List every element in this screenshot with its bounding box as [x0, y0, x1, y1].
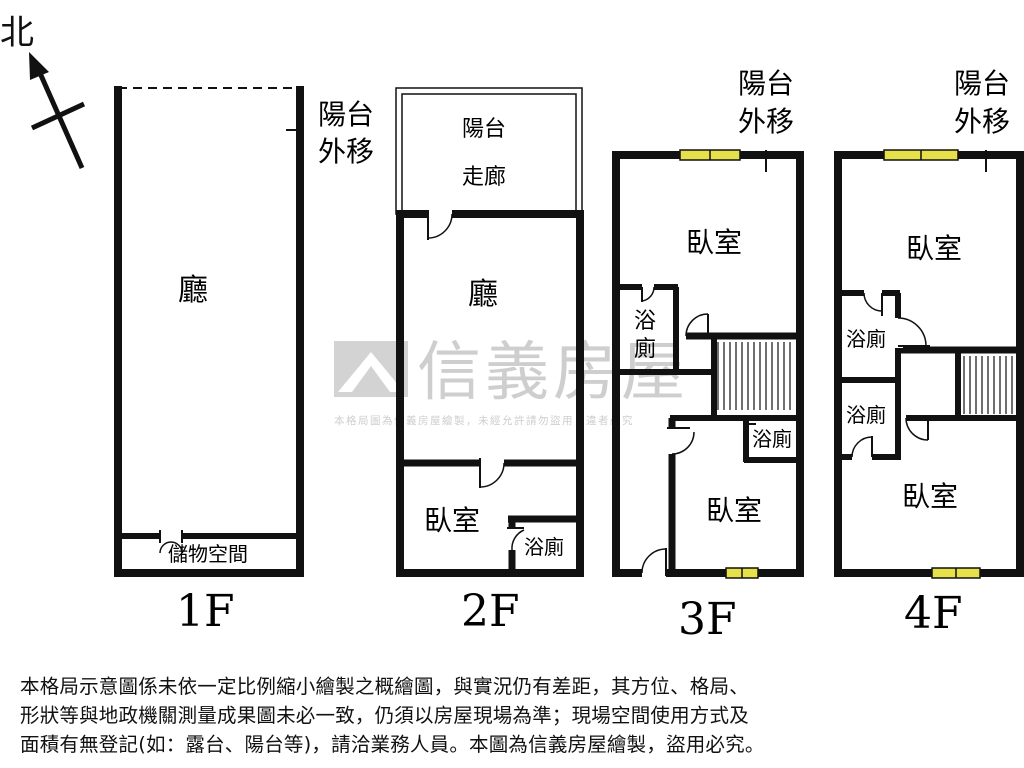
disclaimer-line: 面積有無登記(如：露台、陽台等)，請洽業務人員。本圖為信義房屋繪製，盜用必究。: [20, 733, 765, 756]
floor-1f: 廳 儲物空間 陽台 外移 1F: [114, 86, 374, 637]
4f-floor-label: 4F: [904, 588, 963, 639]
1f-balcony-note-line2: 外移: [318, 135, 374, 168]
floor-4f: 臥室 浴廁 浴廁 臥室 陽台 外移 4F: [834, 67, 1024, 639]
2f-bedroom-label: 臥室: [424, 504, 480, 537]
3f-bath-b-label: 浴廁: [752, 427, 792, 451]
1f-balcony-note-line1: 陽台: [318, 98, 374, 131]
1f-storage-label: 儲物空間: [168, 542, 248, 566]
compass: 北: [0, 13, 86, 170]
3f-bath-a-label-1: 浴: [634, 309, 656, 334]
4f-balcony-note-line1: 陽台: [954, 67, 1010, 100]
4f-bedroom-top-label: 臥室: [906, 232, 962, 265]
1f-hall-label: 廳: [178, 273, 208, 308]
4f-balcony-note-line2: 外移: [954, 105, 1010, 138]
2f-hall-label: 廳: [468, 277, 498, 312]
4f-bedroom-bottom-label: 臥室: [902, 480, 958, 513]
disclaimer-line: 本格局示意圖係未依一定比例縮小繪製之概繪圖，與實況仍有差距，其方位、格局、: [20, 675, 749, 698]
4f-bath-b-label: 浴廁: [846, 403, 886, 427]
3f-floor-label: 3F: [678, 594, 737, 645]
north-label: 北: [0, 13, 34, 53]
3f-stairs: [717, 342, 791, 410]
floor-2f: 陽台 走廊 廳 臥室 浴廁 2F: [395, 87, 584, 637]
2f-balcony-label: 陽台: [462, 117, 506, 142]
3f-balcony-note-line1: 陽台: [738, 67, 794, 100]
watermark-notice: 本格局圖為信義房屋繪製，未經允許請勿盜用，違者必究: [334, 414, 634, 427]
2f-corridor-label: 走廊: [462, 165, 506, 190]
4f-stairs: [963, 356, 1013, 414]
watermark-logo-icon: [334, 341, 408, 397]
disclaimer-line: 形狀等與地政機關測量成果圖未必一致，仍須以房屋現場為準；現場空間使用方式及: [20, 704, 749, 727]
3f-balcony-note-line2: 外移: [738, 105, 794, 138]
2f-floor-label: 2F: [461, 586, 520, 637]
floor-3f: 臥室 浴 廁 浴廁 臥室 陽台 外移 3F: [612, 67, 804, 645]
1f-floor-label: 1F: [176, 586, 235, 637]
3f-bath-a-label-2: 廁: [634, 337, 656, 362]
3f-bedroom-top-label: 臥室: [686, 226, 742, 259]
4f-bath-a-label: 浴廁: [846, 327, 886, 351]
watermark: 信義房屋 本格局圖為信義房屋繪製，未經允許請勿盜用，違者必究: [334, 336, 685, 427]
north-arrow-icon: [29, 52, 49, 80]
disclaimer: 本格局示意圖係未依一定比例縮小繪製之概繪圖，與實況仍有差距，其方位、格局、 形狀…: [20, 672, 1010, 759]
2f-bath-label: 浴廁: [524, 535, 564, 559]
3f-bedroom-bottom-label: 臥室: [706, 494, 762, 527]
